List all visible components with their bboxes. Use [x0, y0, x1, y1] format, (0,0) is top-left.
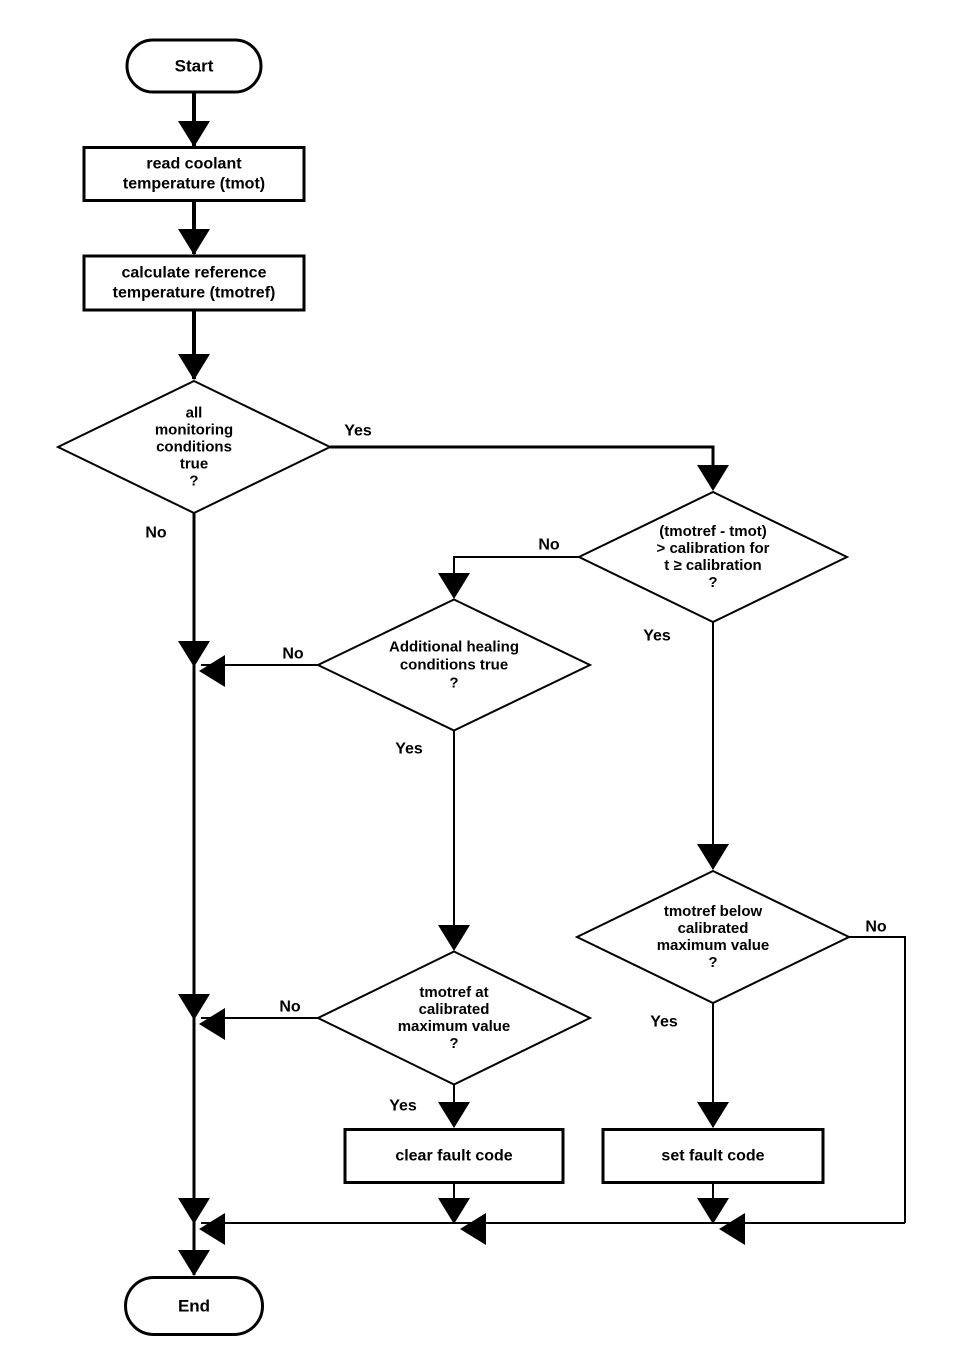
- node-label-start: Start: [175, 57, 214, 76]
- edge-label-at-max-yes-label: Yes: [389, 1098, 417, 1115]
- arrowhead-into-read: [178, 121, 210, 147]
- node-label-tmotref-minus-tmot: t ≥ calibration: [664, 557, 761, 574]
- node-label-read-coolant: read coolant: [146, 156, 242, 173]
- arrowhead-into-monitoring: [178, 354, 210, 380]
- node-label-healing-conditions: Additional healing: [389, 639, 519, 656]
- node-label-tmotref-at-max: calibrated: [419, 1001, 490, 1018]
- edge-label-healing-no-label: No: [282, 646, 304, 663]
- edge-label-healing-yes-label: Yes: [395, 741, 423, 758]
- node-start: [125, 38, 263, 94]
- arrowhead-into-clear-fault: [438, 1102, 470, 1128]
- node-label-tmotref-minus-tmot: ?: [708, 574, 717, 591]
- node-label-tmotref-below-max: ?: [708, 954, 717, 971]
- node-tmotref-minus-tmot: [576, 490, 850, 624]
- arrowhead-junction2-left: [199, 1008, 225, 1040]
- node-label-monitoring-conditions: ?: [189, 473, 198, 490]
- arrowhead-merge-end-left: [199, 1213, 225, 1245]
- arrowhead-set-merge-down: [697, 1198, 729, 1224]
- node-label-monitoring-conditions: conditions: [156, 439, 232, 456]
- node-label-tmotref-below-max: tmotref below: [664, 903, 763, 920]
- node-label-read-coolant: temperature (tmot): [123, 176, 265, 193]
- arrowhead-into-tmotref-minus-tmot: [697, 465, 729, 491]
- edge-monitoring-yes: [330, 445, 715, 489]
- arrowhead-merge-end-down: [178, 1198, 210, 1224]
- node-clear-fault-code: [343, 1128, 565, 1184]
- node-label-tmotref-below-max: maximum value: [657, 937, 770, 954]
- node-label-monitoring-conditions: true: [180, 456, 208, 473]
- node-tmotref-below-max: [574, 869, 852, 1005]
- node-label-monitoring-conditions: monitoring: [155, 422, 233, 439]
- arrowhead-clear-merge-left: [460, 1213, 486, 1245]
- node-calc-reference: [82, 254, 306, 312]
- node-label-tmotref-at-max: maximum value: [398, 1018, 511, 1035]
- node-label-clear-fault-code: clear fault code: [395, 1148, 512, 1165]
- edge-tmotref-minus-tmot-no: [453, 556, 579, 597]
- edge-label-below-max-yes-label: Yes: [650, 1014, 678, 1031]
- arrowhead-into-calc: [178, 229, 210, 255]
- node-label-tmotref-minus-tmot: > calibration for: [657, 540, 770, 557]
- edge-label-monitoring-no-label: No: [145, 525, 167, 542]
- node-label-tmotref-at-max: tmotref at: [419, 984, 488, 1001]
- arrowhead-junction1-down: [178, 641, 210, 667]
- arrowhead-junction2-down: [178, 994, 210, 1020]
- node-label-end: End: [178, 1297, 210, 1316]
- node-label-set-fault-code: set fault code: [661, 1148, 764, 1165]
- node-read-coolant: [82, 146, 306, 202]
- arrowhead-clear-merge-down: [438, 1198, 470, 1224]
- node-label-monitoring-conditions: all: [186, 405, 203, 422]
- edge-label-at-max-no-label: No: [279, 999, 301, 1016]
- edge-label-tmotref-minus-tmot-no-label: No: [538, 537, 560, 554]
- arrowhead-junction1-left: [199, 655, 225, 687]
- arrowhead-into-end: [178, 1250, 210, 1276]
- node-label-calc-reference: calculate reference: [122, 265, 267, 282]
- node-label-healing-conditions: conditions true: [400, 657, 508, 674]
- node-tmotref-at-max: [315, 950, 593, 1086]
- node-set-fault-code: [601, 1128, 825, 1184]
- arrowhead-into-healing: [438, 573, 470, 599]
- node-label-tmotref-at-max: ?: [449, 1035, 458, 1052]
- arrowhead-into-set-fault: [697, 1102, 729, 1128]
- node-label-healing-conditions: ?: [449, 675, 458, 692]
- node-label-calc-reference: temperature (tmotref): [113, 285, 276, 302]
- edge-below-max-no: [849, 936, 906, 1223]
- node-monitoring-conditions: [55, 379, 333, 515]
- arrowhead-into-below-max: [697, 844, 729, 870]
- node-healing-conditions: [315, 598, 593, 732]
- node-label-tmotref-minus-tmot: (tmotref - tmot): [659, 523, 766, 540]
- arrowhead-set-merge-left: [719, 1213, 745, 1245]
- node-end: [124, 1276, 264, 1336]
- node-label-tmotref-below-max: calibrated: [678, 920, 749, 937]
- edge-label-tmotref-minus-tmot-yes-label: Yes: [643, 628, 671, 645]
- edge-label-monitoring-yes-label: Yes: [344, 423, 372, 440]
- arrowhead-into-at-max: [438, 925, 470, 951]
- edge-label-below-max-no-label: No: [865, 919, 887, 936]
